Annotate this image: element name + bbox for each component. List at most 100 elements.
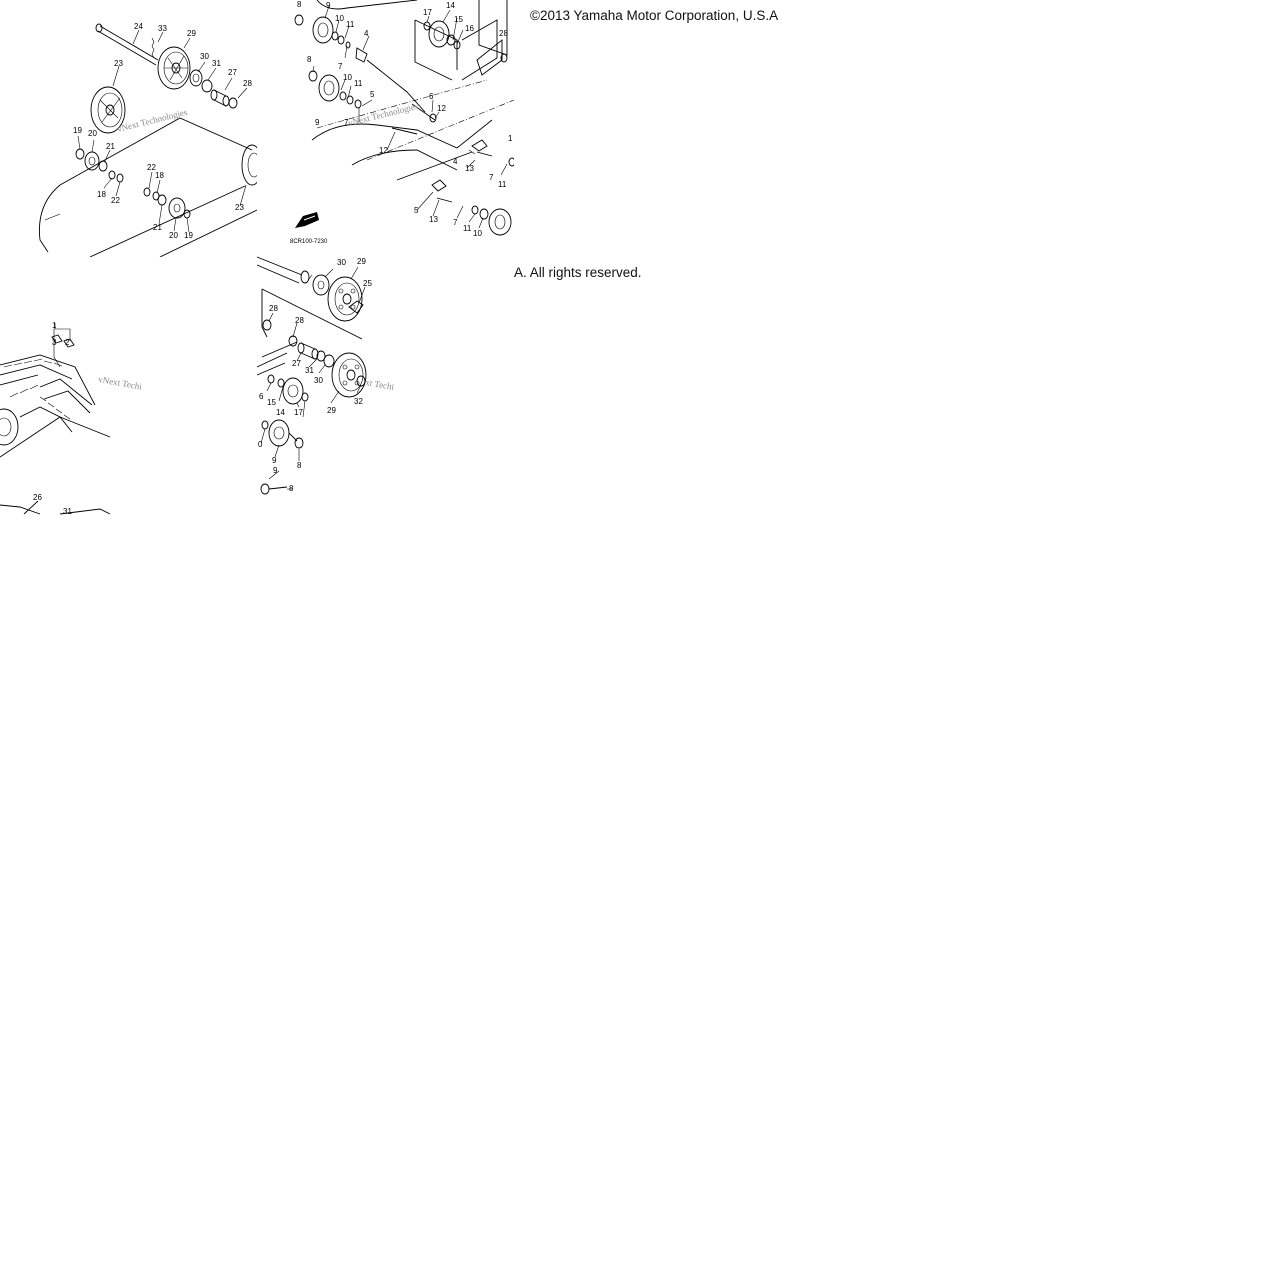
callout-22: 22 — [111, 196, 120, 205]
collar-25 — [348, 300, 364, 314]
callout-24: 24 — [134, 22, 143, 31]
callout-17: 17 — [423, 8, 432, 17]
callout-2: 2 — [65, 338, 70, 347]
callout-25: 25 — [363, 279, 372, 288]
callout-9: 9 — [272, 456, 277, 465]
callout-27: 27 — [292, 359, 301, 368]
callout-30: 30 — [337, 258, 346, 267]
callout-9b: 9 — [273, 466, 278, 475]
bolt-8-top — [294, 14, 304, 26]
rear-arm-plate — [414, 19, 498, 81]
shaft-24 — [95, 23, 159, 66]
callout-29: 29 — [187, 29, 196, 38]
callout-13b: 13 — [429, 215, 438, 224]
frame-bracket — [261, 288, 363, 340]
callout-11b: 11 — [354, 79, 363, 88]
map-tile-r0-c0[interactable]: 24 33 29 23 30 31 27 28 19 20 21 18 22 2… — [0, 0, 263, 258]
callout-28: 28 — [499, 29, 508, 38]
bearing-30 — [312, 274, 330, 296]
callout-15: 15 — [267, 398, 276, 407]
callout-1: 1 — [508, 134, 513, 143]
callout-30b: 30 — [314, 376, 323, 385]
washer-28b — [288, 335, 298, 347]
callout-7: 7 — [338, 62, 343, 71]
map-tile-r1-c1[interactable]: 30 29 25 28 28 27 31 30 29 32 6 15 14 17… — [256, 256, 514, 514]
bearing-30b — [323, 354, 335, 368]
callout-10: 0 — [258, 440, 263, 449]
callout-14: 14 — [276, 408, 285, 417]
arm-upper — [366, 59, 426, 113]
map-tile-r0-c1[interactable]: 8CR100-7230 8 9 10 11 4 7 8 10 11 9 5 7 … — [257, 0, 516, 257]
front-direction-arrow-icon — [295, 212, 319, 228]
callout-8: 8 — [297, 0, 302, 9]
callout-12b: 12 — [379, 146, 388, 155]
callout-30: 30 — [200, 52, 209, 61]
rights-text: A. All rights reserved. — [514, 265, 642, 280]
callout-5: 5 — [370, 90, 375, 99]
callout-33: 33 — [158, 24, 167, 33]
watermark-text: vNext Technologies — [347, 101, 420, 128]
callout-20b: 20 — [169, 231, 178, 240]
callout-1: 1 — [52, 321, 57, 330]
callout-11c: 11 — [498, 180, 507, 189]
collar-31 — [316, 350, 326, 362]
bracket-5 — [431, 179, 447, 192]
bracket-4 — [355, 47, 368, 63]
collar-31 — [201, 79, 213, 93]
callout-8: 8 — [297, 461, 302, 470]
bearing-30 — [189, 69, 203, 87]
callout-4b: 4 — [453, 157, 458, 166]
wheel-29 — [327, 276, 363, 322]
callout-28: 28 — [269, 304, 278, 313]
callout-32: 32 — [354, 397, 363, 406]
diagram-code: 8CR100-7230 — [290, 239, 328, 245]
copyright-text: ©2013 Yamaha Motor Corporation, U.S.A — [530, 8, 779, 23]
clip-3 — [51, 334, 63, 344]
callout-7b: 7 — [344, 118, 349, 127]
callout-27: 27 — [228, 68, 237, 77]
callout-22b: 22 — [147, 163, 156, 172]
watermark-text: xt Techi — [365, 377, 396, 392]
callout-15: 15 — [454, 15, 463, 24]
washer-28 — [500, 53, 508, 63]
callout-11: 11 — [346, 20, 355, 29]
bolt-8b — [260, 483, 270, 495]
collar-21 — [98, 160, 108, 172]
wheel-9 — [268, 419, 290, 447]
washer-22 — [116, 173, 124, 183]
callout-3: 3 — [52, 338, 57, 347]
watermark-text: vNext Technologies — [116, 107, 189, 134]
nut-32 — [356, 375, 366, 387]
callout-10b: 10 — [343, 73, 352, 82]
callout-29: 29 — [357, 257, 366, 266]
map-tile-r0-c2[interactable]: ©2013 Yamaha Motor Corporation, U.S.A — [514, 0, 779, 257]
callout-10: 10 — [335, 14, 344, 23]
callout-14: 14 — [446, 1, 455, 10]
leader-26 — [23, 500, 39, 515]
callout-19b: 19 — [184, 231, 193, 240]
washer-28 — [228, 97, 238, 109]
parts-diagram-front-wheels: 30 29 25 28 28 27 31 30 29 32 6 15 14 17… — [256, 256, 396, 495]
track-belt — [0, 354, 111, 458]
wheel-9-top — [312, 16, 334, 44]
shaft-top — [256, 256, 303, 284]
callout-12: 12 — [437, 104, 446, 113]
map-tile-r1-c0[interactable]: 1 3 2 26 31 vNext Techi — [0, 257, 257, 516]
callout-9b: 9 — [315, 118, 320, 127]
wheel-9-mid — [318, 74, 340, 102]
wheel-29 — [157, 46, 191, 90]
callout-11d: 11 — [463, 224, 472, 233]
callout-7d: 7 — [453, 218, 458, 227]
callout-18: 18 — [97, 190, 106, 199]
bushing-27 — [210, 89, 230, 107]
wheel-23 — [90, 86, 126, 134]
lower-rail — [396, 151, 473, 181]
callout-31: 31 — [305, 366, 314, 375]
callout-23b: 23 — [235, 203, 244, 212]
map-tile-r1-c2[interactable]: A. All rights reserved. — [514, 257, 771, 514]
callout-26: 26 — [33, 493, 42, 502]
wheel-10-bottom — [488, 208, 512, 236]
callout-8b: 8 — [307, 55, 312, 64]
callout-13: 13 — [465, 164, 474, 173]
callout-6: 6 — [259, 392, 264, 401]
